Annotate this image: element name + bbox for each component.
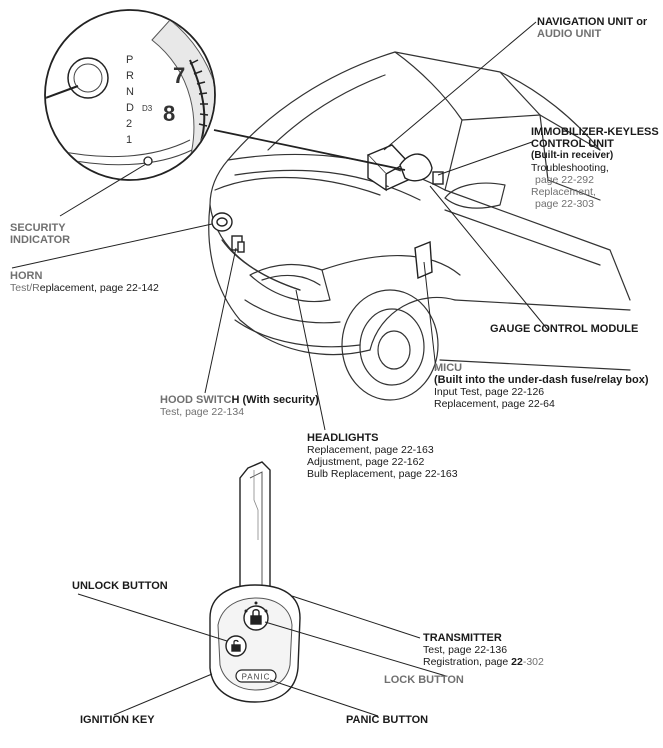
label-security-indicator: SECURITY INDICATOR (10, 222, 70, 246)
micu-shape (414, 240, 433, 280)
gear-p: P (126, 54, 133, 66)
immobilizer-ref-replacement: Replacement, (531, 186, 596, 198)
immobilizer-ref-troubleshooting-page: page 22-292 (535, 174, 594, 186)
horn-ref-part-a: Test/R (10, 282, 40, 294)
label-unlock-button: UNLOCK BUTTON (72, 580, 168, 592)
transmitter-ref-registration-c: -302 (522, 656, 544, 668)
navigation-title-line2: AUDIO UNIT (537, 28, 602, 40)
car-parts (211, 144, 444, 280)
transmitter-ref-registration-a: Registration, page (423, 656, 512, 668)
gear-d: D (126, 102, 134, 114)
hood-switch-title-part-b: H (With security) (231, 394, 319, 406)
label-micu: MICU (Built into the under-dash fuse/rel… (434, 362, 649, 410)
transmitter-title: TRANSMITTER (423, 632, 502, 644)
label-transmitter: TRANSMITTER Test, page 22-136 Registrati… (423, 632, 544, 668)
headlights-ref-adjustment: Adjustment, page 22-162 (307, 456, 425, 468)
headlights-ref-bulb: Bulb Replacement, page 22-163 (307, 468, 458, 480)
leader-lines (11, 21, 549, 717)
panic-key-text: PANIC (242, 673, 271, 682)
gear-1: 1 (126, 134, 132, 146)
immobilizer-ref-replacement-page: page 22-303 (535, 198, 594, 210)
gauge-control-module-title: GAUGE CONTROL MODULE (490, 323, 639, 335)
micu-ref-input-test: Input Test, page 22-126 (434, 386, 545, 398)
immobilizer-title-line2: CONTROL UNIT (531, 138, 614, 150)
micu-subtitle: (Built into the under-dash fuse/relay bo… (434, 374, 649, 386)
gear-r: R (126, 70, 134, 82)
tach-8: 8 (163, 101, 175, 126)
horn-title: HORN (10, 270, 43, 282)
micu-ref-replacement: Replacement, page 22-64 (434, 398, 555, 410)
label-gauge-control-module: GAUGE CONTROL MODULE (490, 323, 638, 335)
label-ignition-key: IGNITION KEY (80, 714, 155, 726)
gear-d3: D3 (142, 104, 153, 113)
label-hood-switch: HOOD SWITCH (With security) Test, page 2… (160, 394, 319, 418)
immobilizer-title-line1: IMMOBILIZER-KEYLESS (531, 126, 659, 138)
gear-n: N (126, 86, 134, 98)
lock-button-title: LOCK BUTTON (384, 674, 464, 686)
gauge-inset: P R N D D3 2 1 7 8 (44, 9, 216, 181)
horn-ref-part-b: eplacement, page 22-142 (39, 282, 159, 294)
inset-connector (213, 129, 406, 171)
navigation-title-line1: NAVIGATION UNIT or (537, 16, 648, 28)
immobilizer-shape (432, 171, 444, 185)
hood-switch-ref: Test, page 22-134 (160, 406, 245, 418)
panic-button-shape (235, 669, 277, 683)
label-navigation-unit: NAVIGATION UNIT or AUDIO UNIT (537, 16, 647, 40)
label-immobilizer: IMMOBILIZER-KEYLESS CONTROL UNIT (Built-… (531, 126, 659, 210)
panic-button-title: PANIC BUTTON (346, 714, 429, 726)
label-lock-button: LOCK BUTTON (384, 674, 464, 686)
unlock-button-title: UNLOCK BUTTON (72, 580, 168, 592)
gear-2: 2 (126, 118, 132, 130)
hood-switch-title-part-a: HOOD SWITC (160, 394, 232, 406)
security-indicator-led (143, 156, 153, 166)
key-fob-illustration (209, 461, 301, 703)
headlights-title: HEADLIGHTS (307, 432, 379, 444)
label-horn: HORN Test/Replacement, page 22-142 (10, 270, 159, 294)
headlights-ref-replacement: Replacement, page 22-163 (307, 444, 434, 456)
security-indicator-line2: INDICATOR (10, 234, 71, 246)
micu-title: MICU (434, 362, 463, 374)
label-panic-button: PANIC BUTTON (346, 714, 428, 726)
label-headlights: HEADLIGHTS Replacement, page 22-163 Adju… (307, 432, 458, 480)
security-indicator-line1: SECURITY (10, 222, 66, 234)
transmitter-ref-test: Test, page 22-136 (423, 644, 508, 656)
immobilizer-subtitle: (Built-in receiver) (531, 150, 614, 161)
immobilizer-ref-troubleshooting: Troubleshooting, (531, 162, 609, 174)
transmitter-ref-registration-b: 22 (511, 656, 523, 668)
gauge-module-shape (399, 153, 433, 182)
ignition-key-title: IGNITION KEY (80, 714, 155, 726)
tach-7: 7 (173, 63, 185, 88)
car-illustration (208, 51, 631, 401)
